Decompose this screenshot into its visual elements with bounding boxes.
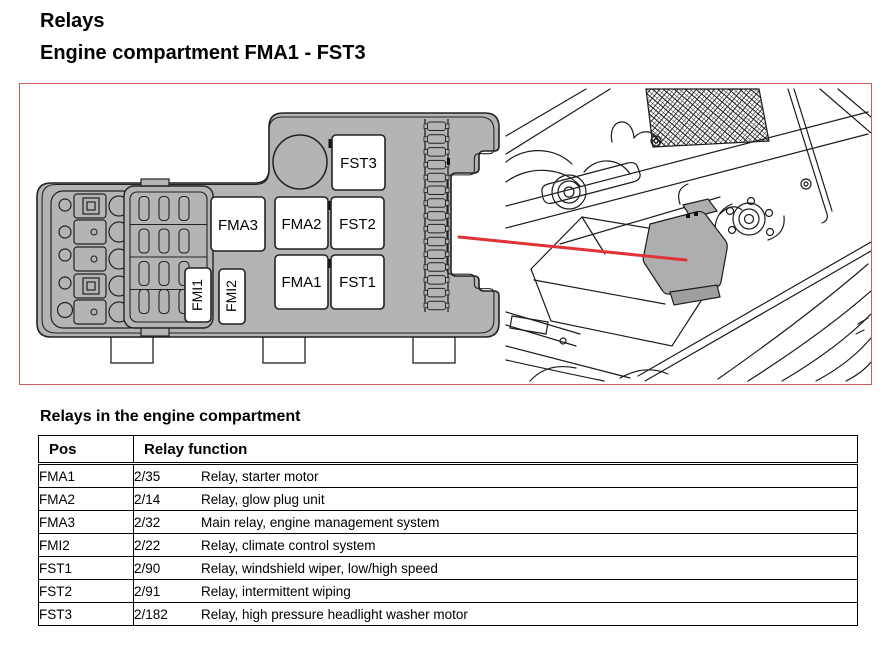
- table-row: FMA3 2/32 Main relay, engine management s…: [38, 510, 858, 534]
- mounting-tab: [262, 336, 306, 364]
- function-cell: 2/91 Relay, intermittent wiping: [133, 579, 858, 603]
- pos-cell: FST2: [38, 579, 134, 603]
- function-cell: 2/22 Relay, climate control system: [133, 533, 858, 557]
- table-row: FST2 2/91 Relay, intermittent wiping: [38, 579, 858, 603]
- page-subtitle: Engine compartment FMA1 - FST3: [40, 42, 366, 64]
- relay-slot-label: FMA3: [218, 217, 258, 234]
- table-row: FMI2 2/22 Relay, climate control system: [38, 533, 858, 557]
- relay-code: 2/32: [134, 514, 161, 530]
- column-header-function: Relay function: [133, 435, 858, 465]
- relay-code: 2/22: [134, 537, 161, 553]
- relay-slot-fmi1: [184, 267, 212, 323]
- relay-slot-label: FST1: [339, 274, 376, 291]
- table-row: FST1 2/90 Relay, windshield wiper, low/hi…: [38, 556, 858, 580]
- mounting-tab: [110, 336, 154, 364]
- table-header-row: Pos Relay function: [38, 435, 858, 465]
- relay-table: Pos Relay function FMA1 2/35 Relay, start…: [38, 435, 858, 626]
- relay-code: 2/182: [134, 606, 168, 622]
- callout-line: [457, 235, 688, 262]
- round-relay-position: [272, 134, 328, 190]
- relay-function: Relay, windshield wiper, low/high speed: [201, 560, 438, 576]
- relay-slot-fma2: [274, 196, 329, 250]
- relay-function: Relay, starter motor: [201, 468, 319, 484]
- pos-cell: FMA1: [38, 463, 134, 488]
- fuse-ladder-strip: [423, 119, 450, 312]
- relay-box-cover: [642, 198, 728, 306]
- function-cell: 2/32 Main relay, engine management system: [133, 510, 858, 534]
- relay-slot-label: FST3: [340, 155, 377, 172]
- mounting-tab: [412, 336, 456, 364]
- pos-cell: FST3: [38, 602, 134, 626]
- relay-code: 2/35: [134, 468, 161, 484]
- relay-slot-fst3: [331, 134, 386, 191]
- page-title: Relays: [40, 10, 105, 32]
- relay-slot-label: FMI2: [223, 280, 239, 312]
- relay-function: Main relay, engine management system: [201, 514, 440, 530]
- pos-cell: FMA3: [38, 510, 134, 534]
- pos-cell: FMA2: [38, 487, 134, 511]
- relay-slot-fmi2: [218, 268, 246, 325]
- diagram-panel: FST3 FMA3 FMA2 FST2 FMA1 FST1 FMI1 FMI2: [19, 83, 872, 385]
- relay-code: 2/14: [134, 491, 161, 507]
- relay-slot-label: FMA2: [281, 216, 321, 233]
- relay-slot-fma3: [210, 196, 266, 252]
- relay-function: Relay, climate control system: [201, 537, 376, 553]
- relay-code: 2/90: [134, 560, 161, 576]
- relay-diagram-figure: FST3 FMA3 FMA2 FST2 FMA1 FST1 FMI1 FMI2: [36, 88, 871, 382]
- table-row: FMA2 2/14 Relay, glow plug unit: [38, 487, 858, 511]
- relay-slots: [184, 134, 386, 325]
- section-heading: Relays in the engine compartment: [40, 408, 301, 425]
- relay-function: Relay, glow plug unit: [201, 491, 325, 507]
- table-row: FST3 2/182 Relay, high pressure headlight…: [38, 602, 858, 626]
- function-cell: 2/90 Relay, windshield wiper, low/high sp…: [133, 556, 858, 580]
- pos-cell: FST1: [38, 556, 134, 580]
- relay-slot-fst2: [330, 196, 385, 250]
- relay-slot-label: FST2: [339, 216, 376, 233]
- relay-slot-fma1: [274, 254, 329, 310]
- pos-cell: FMI2: [38, 533, 134, 557]
- column-header-pos: Pos: [38, 435, 134, 465]
- relay-slot-label: FMI1: [189, 279, 205, 311]
- fuse-box-diagram: FST3 FMA3 FMA2 FST2 FMA1 FST1 FMI1 FMI2: [36, 112, 500, 364]
- relay-code: 2/91: [134, 583, 161, 599]
- table-row: FMA1 2/35 Relay, starter motor: [38, 463, 858, 488]
- function-cell: 2/182 Relay, high pressure headlight wash…: [133, 602, 858, 626]
- engine-illustration: [505, 88, 871, 382]
- function-cell: 2/14 Relay, glow plug unit: [133, 487, 858, 511]
- relay-slot-fst1: [330, 254, 385, 310]
- function-cell: 2/35 Relay, starter motor: [133, 463, 858, 488]
- relay-function: Relay, intermittent wiping: [201, 583, 351, 599]
- relay-slot-label: FMA1: [281, 274, 321, 291]
- relay-function: Relay, high pressure headlight washer mo…: [201, 606, 468, 622]
